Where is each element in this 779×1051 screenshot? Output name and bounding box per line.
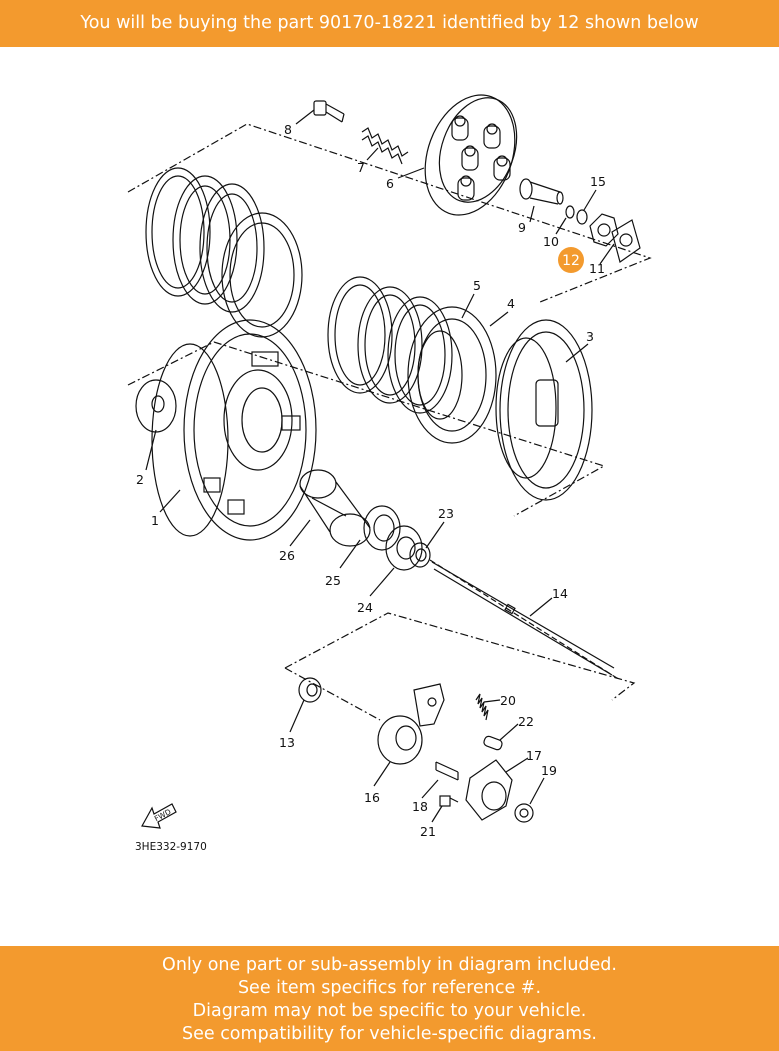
fwd-arrow-icon: [141, 803, 177, 829]
part-17-cover: [465, 759, 513, 821]
callout-21: 21: [420, 824, 436, 839]
part-9-push-rod: [519, 178, 564, 205]
part-23-collar: [409, 542, 431, 568]
frame-middle: [127, 341, 606, 517]
part-26-one-way-clutch: [299, 469, 371, 547]
part-24-washer: [385, 525, 423, 571]
callout-18: 18: [412, 799, 428, 814]
callout-2: 2: [136, 472, 144, 487]
callout-19: 19: [541, 763, 557, 778]
callout-labels: 8 7 6 9 15 10 11 5 4 3 2 1 26 25 24 23 1…: [135, 122, 606, 853]
callout-6: 6: [386, 176, 394, 191]
callout-20: 20: [500, 693, 516, 708]
parts-diagram: 8 7 6 9 15 10 11 5 4 3 2 1 26 25 24 23 1…: [127, 94, 652, 853]
callout-25: 25: [325, 573, 341, 588]
part-21-bolt: [439, 795, 459, 807]
callout-26: 26: [279, 548, 295, 563]
part-8-bolt: [313, 100, 345, 123]
callout-9: 9: [518, 220, 526, 235]
part-22-pin: [483, 735, 503, 751]
footer-line-3: Diagram may not be specific to your vehi…: [192, 1001, 587, 1021]
part-11-lock-washer: [611, 219, 641, 263]
callout-24: 24: [357, 600, 373, 615]
part-14-push-rod: [431, 561, 615, 676]
footer-line-4: See compatibility for vehicle-specific d…: [181, 1024, 597, 1044]
callout-3: 3: [586, 329, 594, 344]
part-15-washer: [576, 209, 588, 225]
callout-13: 13: [279, 735, 295, 750]
callout-7: 7: [357, 160, 365, 175]
part-5-friction-plates: [327, 276, 453, 414]
clutch-plates-left: [145, 167, 303, 338]
diagram-code: 3HE332-9170: [135, 841, 207, 853]
callout-15: 15: [590, 174, 606, 189]
part-12-nut: [589, 213, 619, 247]
callout-11: 11: [589, 261, 605, 276]
callout-23: 23: [438, 506, 454, 521]
leader-lines: [145, 109, 615, 823]
header-text: You will be buying the part 90170-18221 …: [80, 13, 699, 33]
callout-14: 14: [552, 586, 568, 601]
callout-10: 10: [543, 234, 559, 249]
part-18-stud: [435, 761, 459, 781]
frame-lower: [284, 612, 636, 701]
part-19-nut: [514, 803, 534, 823]
callout-1: 1: [151, 513, 159, 528]
highlight-number: 12: [562, 253, 580, 269]
part-2-thrust-washer: [135, 379, 177, 433]
bottom-banner: Only one part or sub-assembly in diagram…: [0, 946, 779, 1051]
part-10-o-ring: [565, 205, 575, 219]
part-25-bearing: [363, 505, 401, 551]
part-20-spring: [475, 693, 489, 721]
part-3-clutch-boss: [495, 319, 593, 501]
footer-line-2: See item specifics for reference #.: [237, 978, 542, 998]
fwd-label: FWD: [153, 807, 173, 823]
frame-upper: [127, 123, 652, 303]
part-7-spring: [361, 127, 409, 165]
callout-17: 17: [526, 748, 542, 763]
callout-16: 16: [364, 790, 380, 805]
callout-22: 22: [518, 714, 534, 729]
callout-4: 4: [507, 296, 515, 311]
part-16-push-lever: [377, 683, 445, 765]
part-1-clutch-housing: [151, 319, 317, 541]
callout-8: 8: [284, 122, 292, 137]
part-13-bearing: [298, 677, 322, 703]
top-banner: You will be buying the part 90170-18221 …: [0, 0, 779, 47]
callout-5: 5: [473, 278, 481, 293]
footer-line-1: Only one part or sub-assembly in diagram…: [162, 955, 617, 975]
highlight-marker: 12: [558, 247, 584, 273]
part-4-plate: [407, 306, 497, 444]
part-6-pressure-plate: [424, 94, 518, 216]
